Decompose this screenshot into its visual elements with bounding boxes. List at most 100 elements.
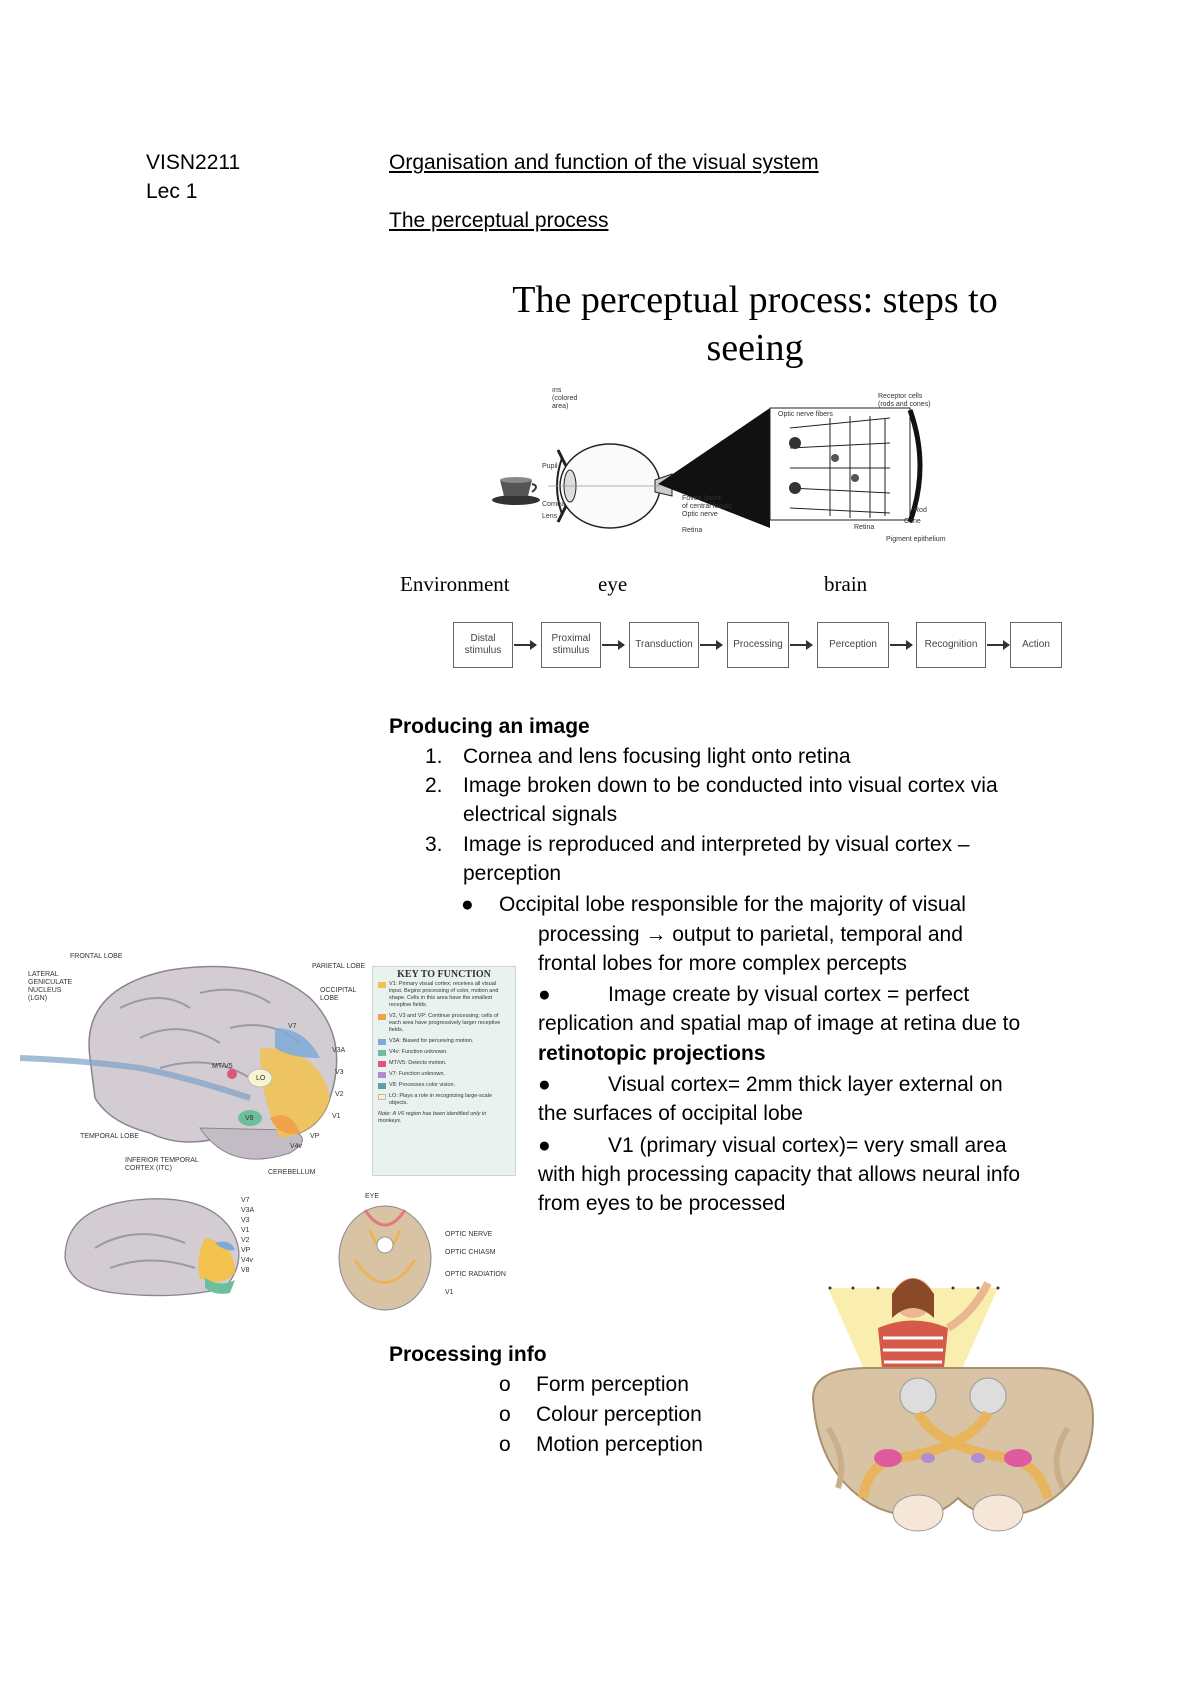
- page-title: Organisation and function of the visual …: [389, 151, 819, 174]
- svg-text:V3: V3: [241, 1217, 250, 1224]
- list-text: Cornea and lens focusing light onto reti…: [463, 745, 851, 768]
- key-item: V8: Processes color vision.: [378, 1082, 510, 1089]
- key-text: MT/V5: Detects motion.: [389, 1060, 447, 1066]
- svg-text:V4v: V4v: [290, 1143, 303, 1150]
- key-text: V1: Primary visual cortex; receives all …: [389, 981, 499, 1008]
- svg-text:Fovea (point: Fovea (point: [682, 495, 721, 502]
- key-item: V2, V3 and VP: Continue processing; cell…: [378, 1013, 510, 1034]
- svg-text:CORTEX (ITC): CORTEX (ITC): [125, 1165, 172, 1172]
- bullet-text: V1 (primary visual cortex)= very small a…: [608, 1134, 1007, 1157]
- retina-detail: [769, 407, 923, 523]
- bullet-text-cont: from eyes to be processed: [538, 1192, 786, 1215]
- bullet-text: Image create by visual cortex = perfect: [608, 983, 970, 1006]
- svg-text:V4v: V4v: [241, 1257, 254, 1264]
- key-text: V3A: Biased for perceiving motion.: [389, 1038, 474, 1044]
- list-text: Image is reproduced and interpreted by v…: [463, 833, 970, 856]
- list-item: 2.Image broken down to be conducted into…: [425, 771, 998, 800]
- svg-text:LATERAL: LATERAL: [28, 971, 59, 978]
- svg-text:FRONTAL LOBE: FRONTAL LOBE: [70, 953, 123, 960]
- svg-text:Lens: Lens: [542, 513, 558, 520]
- lecture-number: Lec 1: [146, 180, 198, 203]
- svg-text:TEMPORAL LOBE: TEMPORAL LOBE: [80, 1133, 139, 1140]
- flow-arrow: [514, 640, 537, 650]
- svg-text:(rods and cones): (rods and cones): [878, 401, 931, 408]
- eye-cross-section: [548, 443, 673, 529]
- color-swatch: [378, 1014, 386, 1020]
- key-item: MT/V5: Detects motion.: [378, 1060, 510, 1067]
- flow-arrow: [987, 640, 1010, 650]
- list-text: Image broken down to be conducted into v…: [463, 774, 998, 797]
- key-title: KEY TO FUNCTION: [397, 969, 491, 980]
- svg-text:Retina: Retina: [682, 527, 702, 534]
- key-text: LO: Plays a role in recognizing large-sc…: [389, 1093, 493, 1106]
- svg-text:Retina: Retina: [854, 524, 874, 531]
- processing-item-form: Form perception: [536, 1373, 689, 1396]
- bullet-icon: ●: [538, 1134, 551, 1157]
- color-swatch: [378, 1083, 386, 1089]
- svg-text:OCCIPITAL: OCCIPITAL: [320, 987, 357, 994]
- flow-step-processing: Processing: [727, 622, 789, 668]
- svg-text:EYE: EYE: [365, 1193, 379, 1200]
- circle-bullet-icon: o: [499, 1433, 511, 1456]
- svg-text:Receptor cells: Receptor cells: [878, 393, 923, 400]
- svg-text:V1: V1: [332, 1113, 341, 1120]
- svg-text:Optic nerve: Optic nerve: [682, 511, 718, 518]
- list-text-cont: electrical signals: [463, 803, 618, 826]
- figure-title-line1: The perceptual process: steps to: [512, 279, 998, 321]
- flow-arrow: [790, 640, 813, 650]
- svg-text:VP: VP: [241, 1247, 251, 1254]
- color-swatch: [378, 1061, 386, 1067]
- coffee-cup-icon: [492, 477, 540, 505]
- flow-arrow: [602, 640, 625, 650]
- svg-text:V3A: V3A: [241, 1207, 255, 1214]
- svg-text:VP: VP: [310, 1133, 320, 1140]
- processing-item-motion: Motion perception: [536, 1433, 703, 1456]
- color-swatch: [378, 1039, 386, 1045]
- svg-text:OPTIC CHIASM: OPTIC CHIASM: [445, 1249, 496, 1256]
- figure-title-line2: seeing: [706, 327, 804, 369]
- processing-item-colour: Colour perception: [536, 1403, 702, 1426]
- flow-step-perception: Perception: [817, 622, 889, 668]
- svg-text:V8: V8: [241, 1267, 250, 1274]
- key-note: Note: A V6 region has been identified on…: [378, 1111, 487, 1124]
- brain-ventral-diagram: EYE OPTIC NERVE OPTIC CHIASM OPTIC RADIA…: [338, 1193, 506, 1311]
- svg-text:V1: V1: [241, 1227, 250, 1234]
- color-swatch: [378, 1072, 386, 1078]
- svg-text:(colored: (colored: [552, 395, 577, 402]
- flow-step-distal: Distal stimulus: [453, 622, 513, 668]
- bullet-text-cont: replication and spatial map of image at …: [538, 1012, 1021, 1035]
- list-item: 1. Cornea and lens focusing light onto re…: [425, 742, 851, 771]
- stage-brain: brain: [824, 572, 868, 596]
- svg-text:Optic nerve fibers: Optic nerve fibers: [778, 411, 833, 418]
- svg-text:Pigment epithelium: Pigment epithelium: [886, 536, 946, 543]
- key-item: V4v: Function unknown.: [378, 1049, 510, 1056]
- flow-step-action: Action: [1010, 622, 1062, 668]
- circle-bullet-icon: o: [499, 1373, 511, 1396]
- color-swatch: [378, 1094, 386, 1100]
- list-number: 1.: [425, 745, 443, 768]
- flow-step-recognition: Recognition: [916, 622, 986, 668]
- svg-text:V7: V7: [288, 1023, 297, 1030]
- svg-text:area): area): [552, 403, 568, 410]
- key-item: V7: Function unknown.: [378, 1071, 510, 1078]
- flow-step-transduction: Transduction: [629, 622, 699, 668]
- color-swatch: [378, 1050, 386, 1056]
- list-text-cont: perception: [463, 862, 562, 885]
- key-to-function-panel: KEY TO FUNCTION V1: Primary visual corte…: [372, 966, 516, 1176]
- brain-lateral-diagram: FRONTAL LOBE LATERAL GENICULATE NUCLEUS …: [20, 953, 365, 1176]
- svg-text:V3: V3: [335, 1069, 344, 1076]
- svg-text:GENICULATE: GENICULATE: [28, 979, 73, 986]
- circle-bullet-icon: o: [499, 1403, 511, 1426]
- svg-text:OPTIC RADIATION: OPTIC RADIATION: [445, 1271, 506, 1278]
- section-heading: The perceptual process: [389, 209, 609, 232]
- svg-text:V8: V8: [245, 1115, 254, 1122]
- svg-text:Iris: Iris: [552, 388, 562, 394]
- svg-text:V2: V2: [335, 1091, 344, 1098]
- list-number: 3.: [425, 833, 443, 856]
- svg-text:LOBE: LOBE: [320, 995, 339, 1002]
- stage-environment: Environment: [400, 572, 510, 596]
- bullet-icon: ●: [538, 1073, 551, 1096]
- key-text: V8: Processes color vision.: [389, 1082, 456, 1088]
- key-text: V4v: Function unknown.: [389, 1049, 448, 1055]
